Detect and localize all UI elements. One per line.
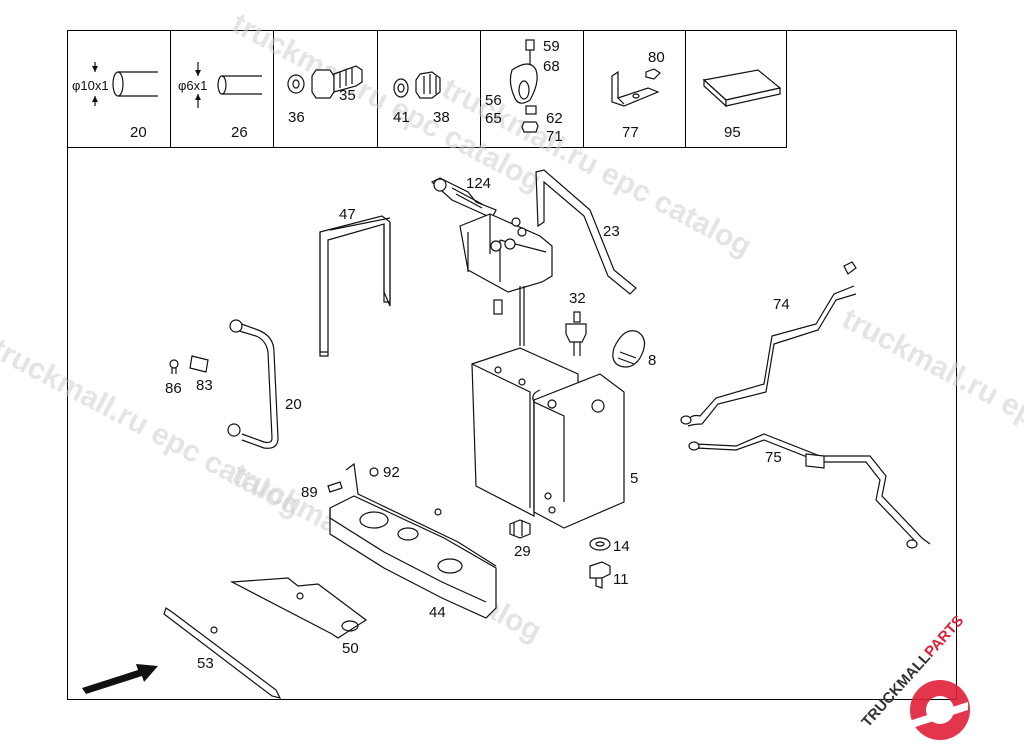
part-label: 124 <box>466 175 491 192</box>
bracket-47: 47 <box>319 206 391 357</box>
watermark-text: truckmall.ru epc catalog <box>837 302 1024 493</box>
valve-block-124: 124 <box>430 175 553 346</box>
watermark: truckmall.ru epc catalog truckmall.ru ep… <box>0 7 1024 648</box>
legend-bracket: 80 77 <box>611 49 665 141</box>
legend-bar <box>67 30 787 148</box>
part-label: 14 <box>613 538 630 555</box>
part-label: 29 <box>514 543 531 560</box>
part-label: 36 <box>288 109 305 126</box>
part-label: 53 <box>197 655 214 672</box>
legend-pipe-10: φ10x1 20 <box>72 62 158 141</box>
part-label: 80 <box>648 49 665 66</box>
part-label: 62 <box>546 110 563 127</box>
part-label: 65 <box>485 110 502 127</box>
pipe-dimension: φ10x1 <box>72 78 109 93</box>
part-label: 86 <box>165 380 182 397</box>
part-label: 8 <box>648 352 656 369</box>
bolt-86-clip-83: 86 83 <box>165 355 213 397</box>
part-label: 11 <box>613 571 629 588</box>
pipe-20: 20 <box>227 319 302 449</box>
part-label: 35 <box>339 87 356 104</box>
bracket-44: 44 <box>329 462 497 621</box>
plate-50: 50 <box>229 577 368 657</box>
part-label: 26 <box>231 124 248 141</box>
legend-clamp: 59 68 56 65 62 71 <box>485 38 563 145</box>
part-label: 74 <box>773 296 790 313</box>
part-label: 75 <box>765 449 782 466</box>
cap-8: 8 <box>612 330 656 369</box>
part-label: 68 <box>543 58 560 75</box>
part-label: 50 <box>342 640 359 657</box>
fittings-29-14-11: 29 14 11 <box>509 519 630 589</box>
bolt-89-nut-92: 89 92 <box>301 464 400 501</box>
strip-53: 53 <box>163 607 282 699</box>
part-label: 89 <box>301 484 318 501</box>
diagram-frame <box>67 30 957 700</box>
legend-cell-pipe-10 <box>67 30 171 147</box>
part-label: 38 <box>433 109 450 126</box>
part-label: 83 <box>196 377 213 394</box>
legend-cell-pipe-6 <box>171 30 274 147</box>
part-label: 20 <box>285 396 302 413</box>
pipe-23: 23 <box>535 169 637 295</box>
tank-5: 5 <box>471 347 638 529</box>
part-label: 20 <box>130 124 147 141</box>
direction-arrow-icon <box>82 664 158 694</box>
pipe-dimension: φ6x1 <box>178 78 207 93</box>
truckmall-logo: TRUCKMALLPARTS <box>858 612 970 740</box>
legend-pipe-6: φ6x1 26 <box>178 62 262 141</box>
part-label: 5 <box>630 470 638 487</box>
legend-cell-clamp <box>481 30 584 147</box>
legend-cell-fittings <box>274 30 378 147</box>
pipe-75: 75 <box>688 433 931 549</box>
legend-cell-nuts <box>378 30 481 147</box>
legend-nuts: 41 38 <box>393 71 450 126</box>
part-label: 95 <box>724 124 741 141</box>
sensor-32: 32 <box>565 290 587 356</box>
part-label: 77 <box>622 124 639 141</box>
legend-fittings: 35 36 <box>287 65 363 126</box>
part-label: 56 <box>485 92 502 109</box>
part-label: 59 <box>543 38 560 55</box>
legend-cell-bracket <box>584 30 686 147</box>
part-label: 41 <box>393 109 410 126</box>
part-label: 71 <box>546 128 563 145</box>
part-label: 23 <box>603 223 620 240</box>
part-label: 32 <box>569 290 586 307</box>
part-label: 92 <box>383 464 400 481</box>
pipe-74: 74 <box>680 261 857 427</box>
part-label: 44 <box>429 604 446 621</box>
legend-pad: 95 <box>702 69 782 141</box>
part-label: 47 <box>339 206 356 223</box>
